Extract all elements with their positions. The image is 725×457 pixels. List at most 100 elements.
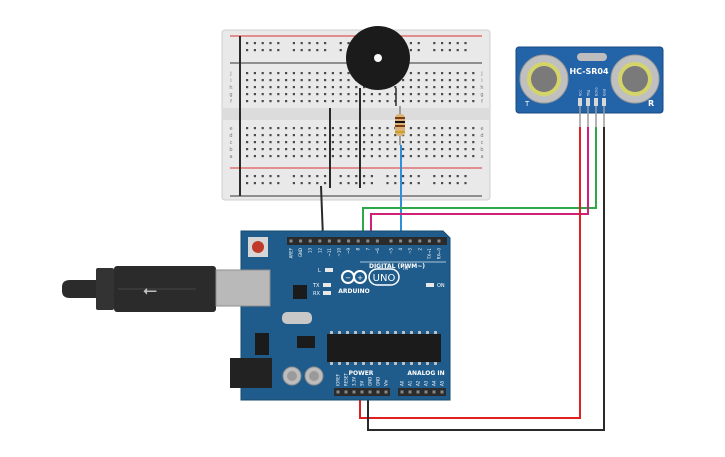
breadboard-hole[interactable] (339, 100, 342, 103)
breadboard-hole[interactable] (285, 127, 288, 130)
breadboard-hole[interactable] (269, 86, 272, 89)
breadboard-hole[interactable] (363, 134, 366, 137)
breadboard-hole[interactable] (370, 100, 373, 103)
rail-hole[interactable] (409, 42, 412, 45)
breadboard-hole[interactable] (292, 93, 295, 96)
rail-hole[interactable] (246, 42, 249, 45)
breadboard-hole[interactable] (425, 93, 428, 96)
rail-hole[interactable] (269, 49, 272, 52)
breadboard-hole[interactable] (285, 155, 288, 158)
breadboard-hole[interactable] (285, 141, 288, 144)
breadboard-hole[interactable] (324, 100, 327, 103)
breadboard-hole[interactable] (300, 93, 303, 96)
breadboard-hole[interactable] (300, 148, 303, 151)
breadboard-hole[interactable] (347, 100, 350, 103)
digital-pin[interactable] (389, 239, 393, 243)
breadboard-hole[interactable] (261, 148, 264, 151)
breadboard-hole[interactable] (300, 72, 303, 75)
sensor-pin-trig[interactable] (586, 98, 590, 106)
breadboard-hole[interactable] (441, 100, 444, 103)
breadboard-hole[interactable] (464, 100, 467, 103)
breadboard-hole[interactable] (269, 155, 272, 158)
breadboard-hole[interactable] (253, 79, 256, 82)
analog-pin[interactable] (416, 390, 420, 394)
breadboard-hole[interactable] (402, 141, 405, 144)
analog-pin[interactable] (408, 390, 412, 394)
breadboard-hole[interactable] (464, 134, 467, 137)
rail-hole[interactable] (316, 49, 319, 52)
breadboard-hole[interactable] (456, 141, 459, 144)
rail-hole[interactable] (308, 49, 311, 52)
rail-hole[interactable] (448, 42, 451, 45)
rail-hole[interactable] (316, 175, 319, 178)
breadboard-hole[interactable] (417, 93, 420, 96)
breadboard-hole[interactable] (441, 79, 444, 82)
breadboard-hole[interactable] (316, 72, 319, 75)
breadboard-hole[interactable] (425, 155, 428, 158)
breadboard-hole[interactable] (370, 141, 373, 144)
rail-hole[interactable] (409, 49, 412, 52)
breadboard-hole[interactable] (261, 79, 264, 82)
breadboard-hole[interactable] (316, 127, 319, 130)
breadboard-hole[interactable] (456, 86, 459, 89)
breadboard-hole[interactable] (285, 134, 288, 137)
rail-hole[interactable] (300, 42, 303, 45)
breadboard-hole[interactable] (433, 100, 436, 103)
breadboard-hole[interactable] (261, 86, 264, 89)
digital-pin[interactable] (366, 239, 370, 243)
piezo-buzzer[interactable] (346, 26, 410, 188)
breadboard-hole[interactable] (456, 79, 459, 82)
breadboard-hole[interactable] (456, 93, 459, 96)
rail-hole[interactable] (308, 175, 311, 178)
breadboard-hole[interactable] (253, 86, 256, 89)
breadboard-hole[interactable] (363, 93, 366, 96)
breadboard-hole[interactable] (394, 86, 397, 89)
breadboard-hole[interactable] (409, 79, 412, 82)
breadboard-hole[interactable] (253, 134, 256, 137)
breadboard-hole[interactable] (347, 148, 350, 151)
digital-pin[interactable] (289, 239, 293, 243)
breadboard-hole[interactable] (308, 148, 311, 151)
breadboard-hole[interactable] (425, 148, 428, 151)
breadboard-hole[interactable] (425, 100, 428, 103)
power-pin[interactable] (344, 390, 348, 394)
rail-hole[interactable] (456, 49, 459, 52)
rail-hole[interactable] (277, 42, 280, 45)
breadboard-hole[interactable] (409, 134, 412, 137)
breadboard-hole[interactable] (324, 148, 327, 151)
breadboard-hole[interactable] (448, 79, 451, 82)
breadboard-hole[interactable] (417, 148, 420, 151)
rail-hole[interactable] (339, 175, 342, 178)
breadboard-hole[interactable] (253, 155, 256, 158)
breadboard-hole[interactable] (417, 100, 420, 103)
breadboard-hole[interactable] (433, 127, 436, 130)
breadboard-hole[interactable] (472, 127, 475, 130)
breadboard-hole[interactable] (261, 155, 264, 158)
breadboard-hole[interactable] (402, 93, 405, 96)
breadboard-hole[interactable] (339, 155, 342, 158)
breadboard-hole[interactable] (464, 141, 467, 144)
digital-pin[interactable] (347, 239, 351, 243)
breadboard-hole[interactable] (417, 155, 420, 158)
rail-hole[interactable] (441, 42, 444, 45)
breadboard-hole[interactable] (425, 79, 428, 82)
breadboard-hole[interactable] (261, 72, 264, 75)
breadboard-hole[interactable] (261, 141, 264, 144)
breadboard-hole[interactable] (316, 86, 319, 89)
rail-hole[interactable] (324, 49, 327, 52)
breadboard-hole[interactable] (386, 141, 389, 144)
breadboard-hole[interactable] (370, 155, 373, 158)
breadboard-hole[interactable] (386, 100, 389, 103)
breadboard-hole[interactable] (339, 72, 342, 75)
rail-hole[interactable] (456, 175, 459, 178)
rail-hole[interactable] (347, 175, 350, 178)
rail-hole[interactable] (261, 182, 264, 185)
breadboard-hole[interactable] (300, 141, 303, 144)
breadboard-hole[interactable] (370, 148, 373, 151)
breadboard-hole[interactable] (409, 93, 412, 96)
breadboard-hole[interactable] (472, 148, 475, 151)
breadboard-hole[interactable] (355, 127, 358, 130)
breadboard-hole[interactable] (253, 72, 256, 75)
rail-hole[interactable] (417, 175, 420, 178)
breadboard-hole[interactable] (448, 72, 451, 75)
